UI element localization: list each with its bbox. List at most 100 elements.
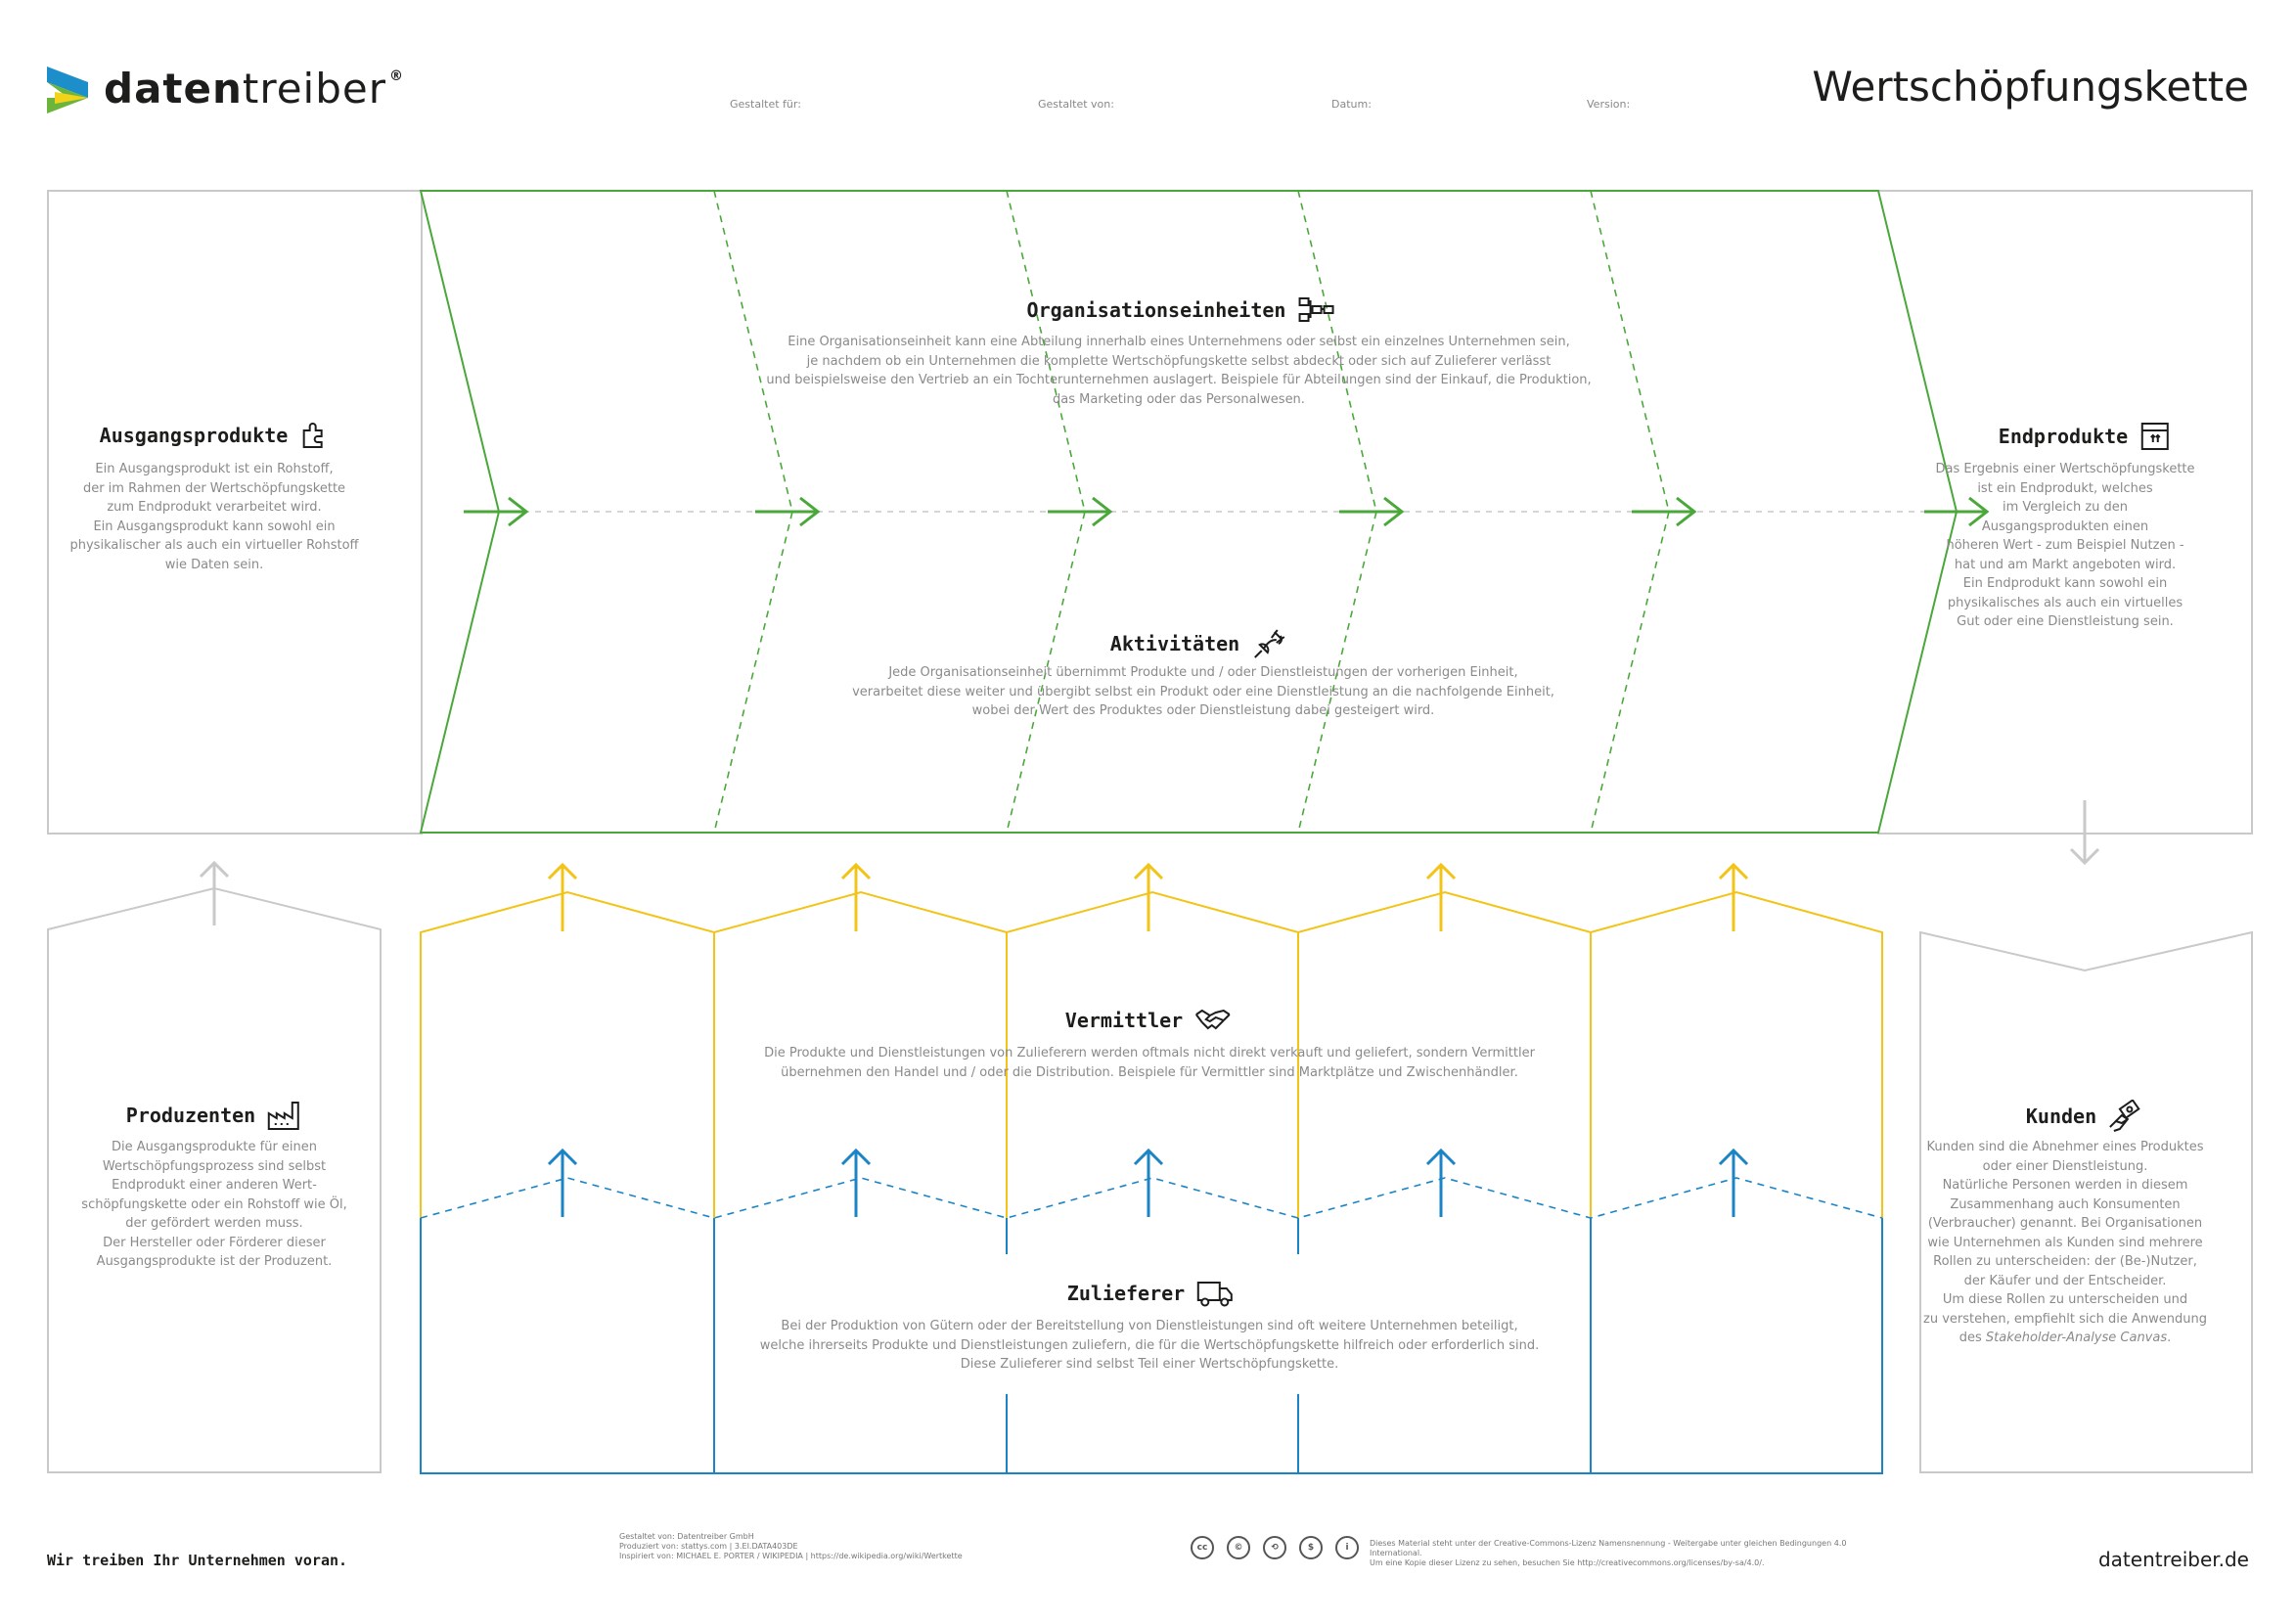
- customers-box: [1919, 930, 2253, 1473]
- desc-line: verarbeitet diese weiter und übergibt se…: [852, 684, 1554, 699]
- desc-line: je nachdem ob ein Unternehmen die komple…: [806, 353, 1552, 369]
- desc-line: wie Unternehmen als Kunden sind mehrere: [1927, 1235, 2203, 1250]
- datentreiber-logo-icon: [47, 67, 88, 113]
- box-icon: [2141, 423, 2170, 450]
- license-line: Um eine Kopie dieser Lizenz zu sehen, be…: [1370, 1558, 1765, 1567]
- plug-icon: [1254, 629, 1285, 658]
- activities-title: Aktivitäten: [1110, 626, 1288, 661]
- org-units-title: Organisationseinheiten: [1027, 295, 1335, 325]
- source-products-title: Ausgangsprodukte: [100, 421, 330, 450]
- desc-line: und beispielsweise den Vertrieb an ein T…: [766, 373, 1592, 387]
- flow-arrows: [464, 496, 1990, 527]
- designed-by-field[interactable]: Gestaltet von:: [1038, 98, 1114, 111]
- desc-line: zu verstehen, empfiehlt sich die Anwendu…: [1923, 1311, 2207, 1327]
- suppliers-band: [420, 1218, 1883, 1474]
- desc-line: der im Rahmen der Wertschöpfungskette: [82, 480, 346, 496]
- producers-title: Produzenten: [126, 1100, 302, 1131]
- suppliers-title: Zulieferer: [1067, 1279, 1234, 1308]
- page-title: Wertschöpfungskette: [1812, 63, 2249, 111]
- date-field[interactable]: Datum:: [1331, 98, 1372, 111]
- desc-line: oder einer Dienstleistung.: [1982, 1158, 2148, 1174]
- end-products-title-text: Endprodukte: [1998, 425, 2129, 448]
- desc-line: Endprodukt einer anderen Wert-: [112, 1178, 317, 1193]
- desc-line: wie Daten sein.: [164, 557, 264, 572]
- source-products-box: [47, 190, 423, 835]
- desc-line: physikalischer als auch ein virtueller R…: [69, 538, 359, 553]
- license-text: Dieses Material steht unter der Creative…: [1370, 1539, 1878, 1568]
- desc-line: Ein Endprodukt kann sowohl ein: [1962, 576, 2168, 591]
- customer-down-arrow: [2069, 800, 2100, 866]
- desc-line: Natürliche Personen werden in diesem: [1942, 1178, 2188, 1193]
- end-products-title: Endprodukte: [1999, 421, 2171, 452]
- brand-name-light: treiber: [242, 65, 386, 113]
- end-products-description: Das Ergebnis einer Wertschöpfungskette i…: [1893, 460, 2237, 632]
- desc-line: des Stakeholder-Analyse Canvas.: [1893, 1329, 2237, 1348]
- intermediaries-description: Die Produkte und Dienstleistungen von Zu…: [709, 1044, 1590, 1082]
- stakeholder-canvas-link[interactable]: Stakeholder-Analyse Canvas: [1985, 1331, 2168, 1345]
- credit-line: Gestaltet von: Datentreiber GmbH: [619, 1532, 754, 1541]
- desc-line: Ein Ausgangsprodukt kann sowohl ein: [93, 519, 336, 534]
- supplier-arrows: [547, 1148, 1749, 1217]
- desc-line: Ausgangsprodukte ist der Produzent.: [96, 1254, 333, 1269]
- desc-line: im Vergleich zu den: [2002, 500, 2129, 515]
- puzzle-icon: [302, 423, 323, 448]
- brand-logo-text: datentreiber®: [104, 65, 404, 113]
- intermediaries-band: [420, 890, 1883, 1218]
- desc-line: Die Produkte und Dienstleistungen von Zu…: [764, 1046, 1535, 1060]
- attribution-icon: i: [1335, 1536, 1359, 1559]
- customers-title: Kunden: [2026, 1100, 2143, 1133]
- desc-line: physikalisches als auch ein virtuelles: [1947, 595, 2183, 610]
- desc-line: wobei der Wert des Produktes oder Dienst…: [971, 703, 1435, 718]
- desc-line: schöpfungskette oder ein Rohstoff wie Öl…: [81, 1196, 347, 1212]
- factory-icon: [268, 1102, 300, 1130]
- desc-line: Ausgangsprodukten einen: [1981, 519, 2149, 534]
- producer-up-arrow: [199, 860, 230, 925]
- activities-title-text: Aktivitäten: [1109, 632, 1240, 655]
- handshake-icon: [1195, 1009, 1231, 1030]
- source-products-description: Ein Ausgangsprodukt ist ein Rohstoff, de…: [58, 460, 371, 574]
- desc-text: .: [2167, 1331, 2172, 1345]
- producers-box: [47, 886, 382, 1473]
- activities-description: Jede Organisationseinheit übernimmt Prod…: [788, 663, 1619, 721]
- desc-line: hat und am Markt angeboten wird.: [1954, 557, 2177, 572]
- producers-title-text: Produzenten: [125, 1104, 256, 1127]
- desc-line: Diese Zulieferer sind selbst Teil einer …: [960, 1357, 1339, 1372]
- suppliers-description: Bei der Produktion von Gütern oder der B…: [709, 1317, 1590, 1375]
- money-hand-icon: [2109, 1100, 2140, 1132]
- producers-description: Die Ausgangsprodukte für einen Wertschöp…: [58, 1138, 371, 1272]
- desc-line: das Marketing oder das Personalwesen.: [1053, 391, 1305, 407]
- customers-description: Kunden sind die Abnehmer eines Produktes…: [1893, 1138, 2237, 1348]
- version-field[interactable]: Version:: [1587, 98, 1631, 111]
- brand-name-bold: daten: [104, 65, 243, 113]
- registered-mark: ®: [388, 68, 404, 84]
- suppliers-title-text: Zulieferer: [1066, 1282, 1186, 1305]
- source-products-title-text: Ausgangsprodukte: [99, 424, 289, 447]
- desc-line: Ein Ausgangsprodukt ist ein Rohstoff,: [95, 462, 334, 476]
- website-link[interactable]: datentreiber.de: [2097, 1548, 2249, 1571]
- org-unit-dividers: [713, 190, 1670, 834]
- desc-line: welche ihrerseits Produkte und Dienstlei…: [759, 1337, 1540, 1353]
- desc-line: übernehmen den Handel und / oder die Dis…: [781, 1064, 1518, 1080]
- desc-line: Wertschöpfungsprozess sind selbst: [102, 1158, 327, 1174]
- cc-icon: cc: [1191, 1536, 1214, 1559]
- desc-line: höheren Wert - zum Beispiel Nutzen -: [1946, 538, 2184, 553]
- credits: Gestaltet von: Datentreiber GmbH Produzi…: [619, 1532, 1030, 1561]
- desc-line: zum Endprodukt verarbeitet wird.: [107, 500, 322, 515]
- credit-line: Inspiriert von: MICHAEL E. PORTER / WIKI…: [619, 1552, 963, 1560]
- org-chart-icon: [1298, 297, 1334, 322]
- credit-line: Produziert von: stattys.com | 3.EI.DATA4…: [619, 1542, 798, 1551]
- intermediary-arrows: [547, 862, 1749, 931]
- intermediaries-title: Vermittler: [1065, 1007, 1232, 1034]
- license-line: Dieses Material steht unter der Creative…: [1370, 1539, 1847, 1557]
- designed-for-field[interactable]: Gestaltet für:: [730, 98, 801, 111]
- org-units-title-text: Organisationseinheiten: [1026, 298, 1286, 322]
- desc-line: Gut oder eine Dienstleistung sein.: [1957, 614, 2174, 629]
- desc-line: Rollen zu unterscheiden: der (Be-)Nutzer…: [1933, 1254, 2197, 1269]
- desc-line: Der Hersteller oder Förderer dieser: [103, 1235, 326, 1250]
- non-commercial-icon: $: [1299, 1536, 1323, 1559]
- copyright-icon: ©: [1227, 1536, 1250, 1559]
- truck-icon: [1197, 1282, 1234, 1307]
- desc-line: der gefördert werden muss.: [125, 1216, 303, 1231]
- share-alike-icon: ⟲: [1263, 1536, 1286, 1559]
